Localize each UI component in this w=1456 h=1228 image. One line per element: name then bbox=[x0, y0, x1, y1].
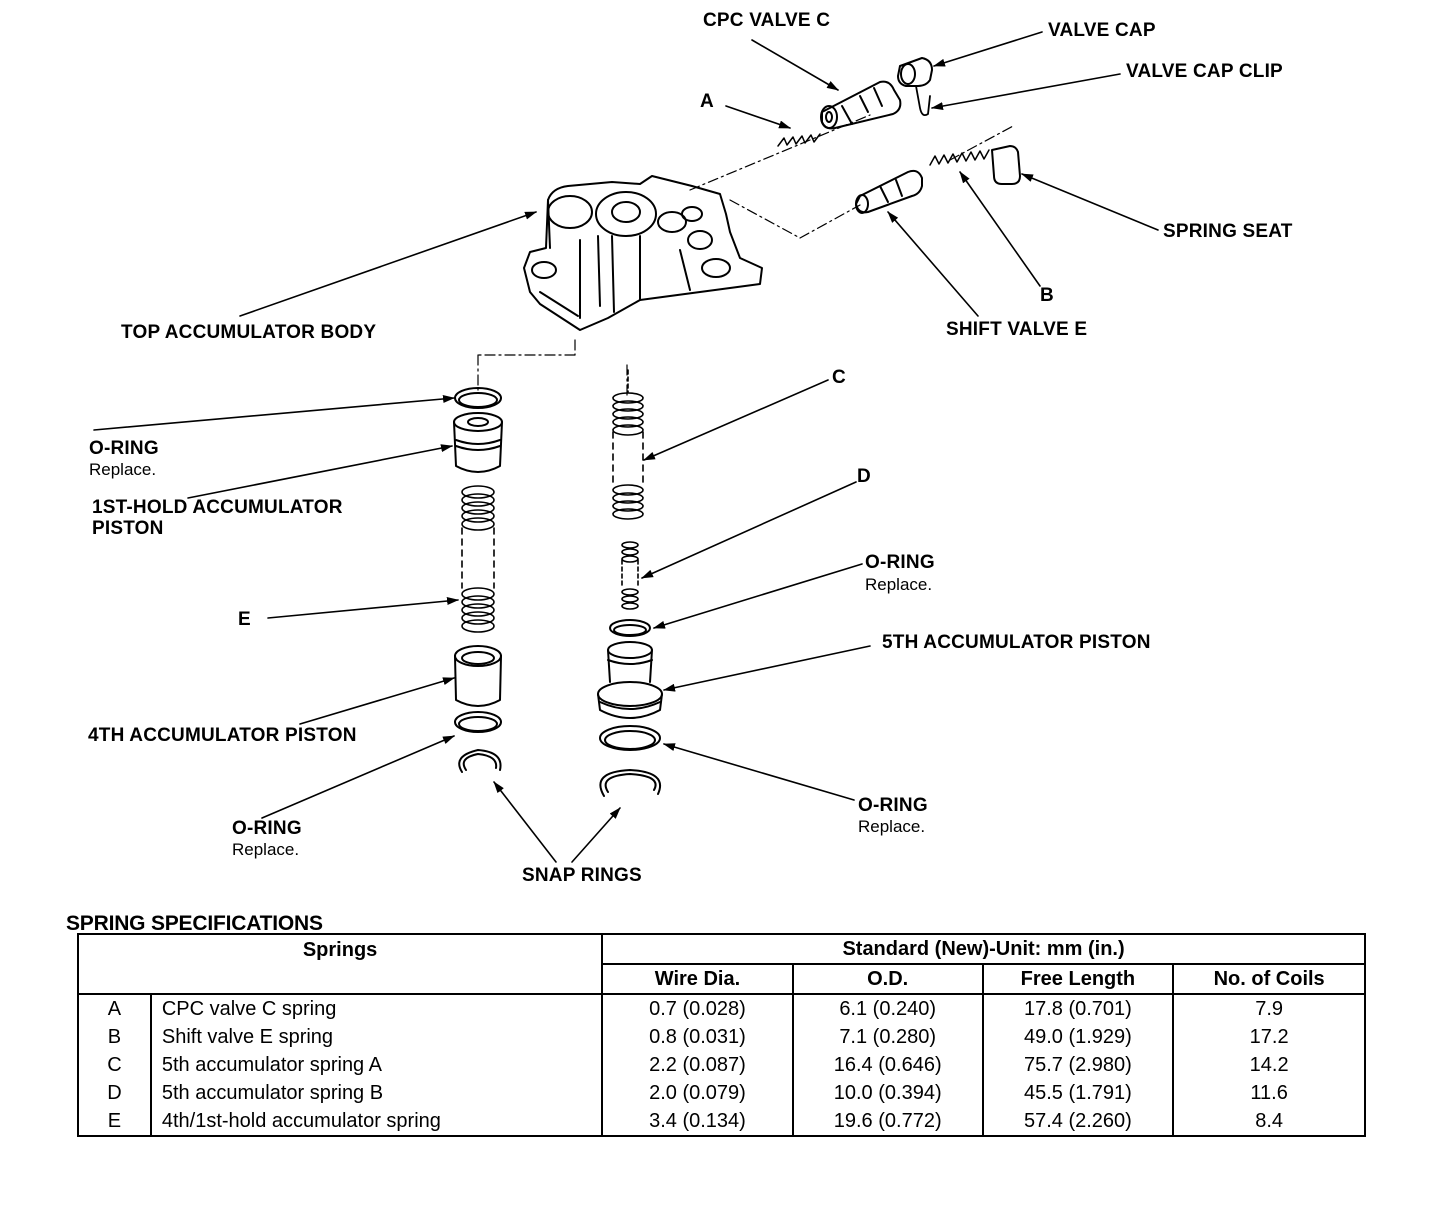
table-row: C 5th accumulator spring A 2.2 (0.087) 1… bbox=[77, 1051, 1366, 1079]
row-id: A bbox=[77, 994, 152, 1023]
header-no-of-coils: No. of Coils bbox=[1173, 964, 1366, 995]
spring-specifications-table: Springs Standard (New)-Unit: mm (in.) Wi… bbox=[76, 933, 1366, 1137]
label-o-ring-left-top: O-RING bbox=[89, 438, 159, 459]
row-name: 5th accumulator spring A bbox=[150, 1051, 604, 1079]
shift-valve-e-part bbox=[855, 169, 923, 214]
label-o-ring-left-bottom: O-RING bbox=[232, 818, 302, 839]
label-replace-left-bottom: Replace. bbox=[232, 840, 300, 859]
spring-d-part bbox=[621, 541, 639, 610]
row-name: 5th accumulator spring B bbox=[150, 1079, 604, 1107]
spring-specifications-title: SPRING SPECIFICATIONS bbox=[66, 912, 323, 935]
row-wire: 2.2 (0.087) bbox=[602, 1051, 794, 1079]
spring-a-part bbox=[777, 133, 821, 147]
row-coils: 17.2 bbox=[1173, 1023, 1366, 1051]
label-d: D bbox=[857, 466, 871, 487]
label-first-hold-piston-2: PISTON bbox=[92, 518, 164, 539]
table-row: B Shift valve E spring 0.8 (0.031) 7.1 (… bbox=[77, 1023, 1366, 1051]
o-ring-right-bottom-part bbox=[599, 725, 661, 751]
header-standard: Standard (New)-Unit: mm (in.) bbox=[602, 934, 1366, 965]
label-a: A bbox=[700, 91, 714, 112]
snap-ring-left-part bbox=[458, 749, 502, 773]
valve-cap-part bbox=[897, 57, 933, 87]
label-cpc-valve-c: CPC VALVE C bbox=[703, 10, 831, 31]
row-wire: 0.8 (0.031) bbox=[602, 1023, 794, 1051]
header-wire-dia: Wire Dia. bbox=[602, 964, 794, 995]
label-first-hold-piston-1: 1ST-HOLD ACCUMULATOR bbox=[92, 497, 343, 518]
row-wire: 0.7 (0.028) bbox=[602, 994, 794, 1023]
row-length: 17.8 (0.701) bbox=[982, 994, 1175, 1023]
valve-cap-clip-part bbox=[915, 85, 931, 117]
row-length: 49.0 (1.929) bbox=[982, 1023, 1175, 1051]
label-b: B bbox=[1040, 285, 1054, 306]
label-e: E bbox=[238, 609, 251, 630]
row-id: B bbox=[77, 1023, 152, 1051]
spring-c-part bbox=[612, 369, 644, 520]
row-length: 57.4 (2.260) bbox=[982, 1107, 1175, 1136]
row-coils: 8.4 bbox=[1173, 1107, 1366, 1136]
label-o-ring-right-top: O-RING bbox=[865, 552, 935, 573]
row-od: 7.1 (0.280) bbox=[792, 1023, 984, 1051]
row-coils: 7.9 bbox=[1173, 994, 1366, 1023]
label-shift-valve-e: SHIFT VALVE E bbox=[946, 319, 1088, 340]
table-row: E 4th/1st-hold accumulator spring 3.4 (0… bbox=[77, 1107, 1366, 1136]
spring-seat-part bbox=[991, 145, 1021, 185]
label-valve-cap-clip: VALVE CAP CLIP bbox=[1126, 61, 1283, 82]
row-coils: 11.6 bbox=[1173, 1079, 1366, 1107]
first-hold-piston-part bbox=[453, 412, 503, 473]
fourth-piston-part bbox=[454, 645, 502, 707]
row-od: 6.1 (0.240) bbox=[792, 994, 984, 1023]
label-replace-right-top: Replace. bbox=[865, 575, 933, 594]
header-free-length: Free Length bbox=[982, 964, 1175, 995]
row-id: D bbox=[77, 1079, 152, 1107]
spring-e-part bbox=[461, 485, 495, 633]
label-snap-rings: SNAP RINGS bbox=[522, 865, 642, 886]
row-length: 45.5 (1.791) bbox=[982, 1079, 1175, 1107]
header-springs: Springs bbox=[76, 934, 604, 995]
fifth-piston-part bbox=[597, 641, 663, 719]
label-replace-right-bottom: Replace. bbox=[858, 817, 926, 836]
spring-b-part bbox=[929, 149, 990, 166]
header-od: O.D. bbox=[792, 964, 984, 995]
label-fourth-piston: 4TH ACCUMULATOR PISTON bbox=[88, 725, 357, 746]
row-coils: 14.2 bbox=[1173, 1051, 1366, 1079]
leader-lines bbox=[93, 31, 1159, 863]
row-id: C bbox=[77, 1051, 152, 1079]
label-replace-left-top: Replace. bbox=[89, 460, 157, 479]
row-name: CPC valve C spring bbox=[150, 994, 604, 1023]
label-o-ring-right-bottom: O-RING bbox=[858, 795, 928, 816]
table-row: D 5th accumulator spring B 2.0 (0.079) 1… bbox=[77, 1079, 1366, 1107]
cpc-valve-c-part bbox=[820, 80, 902, 130]
o-ring-left-bottom-part bbox=[454, 711, 502, 733]
o-ring-right-top-part bbox=[609, 619, 651, 637]
row-name: 4th/1st-hold accumulator spring bbox=[150, 1107, 604, 1136]
row-od: 19.6 (0.772) bbox=[792, 1107, 984, 1136]
label-c: C bbox=[832, 367, 846, 388]
top-accumulator-body-part bbox=[523, 175, 763, 331]
row-wire: 2.0 (0.079) bbox=[602, 1079, 794, 1107]
o-ring-left-top-part bbox=[454, 387, 502, 409]
row-id: E bbox=[77, 1107, 152, 1136]
row-name: Shift valve E spring bbox=[150, 1023, 604, 1051]
exploded-view-diagram bbox=[93, 31, 1159, 863]
label-fifth-piston: 5TH ACCUMULATOR PISTON bbox=[882, 632, 1151, 653]
table-row: A CPC valve C spring 0.7 (0.028) 6.1 (0.… bbox=[77, 994, 1366, 1023]
row-od: 16.4 (0.646) bbox=[792, 1051, 984, 1079]
row-wire: 3.4 (0.134) bbox=[602, 1107, 794, 1136]
snap-ring-right-part bbox=[599, 769, 661, 797]
row-length: 75.7 (2.980) bbox=[982, 1051, 1175, 1079]
row-od: 10.0 (0.394) bbox=[792, 1079, 984, 1107]
label-valve-cap: VALVE CAP bbox=[1048, 20, 1156, 41]
label-top-accumulator-body: TOP ACCUMULATOR BODY bbox=[121, 322, 377, 343]
label-spring-seat: SPRING SEAT bbox=[1163, 221, 1293, 242]
